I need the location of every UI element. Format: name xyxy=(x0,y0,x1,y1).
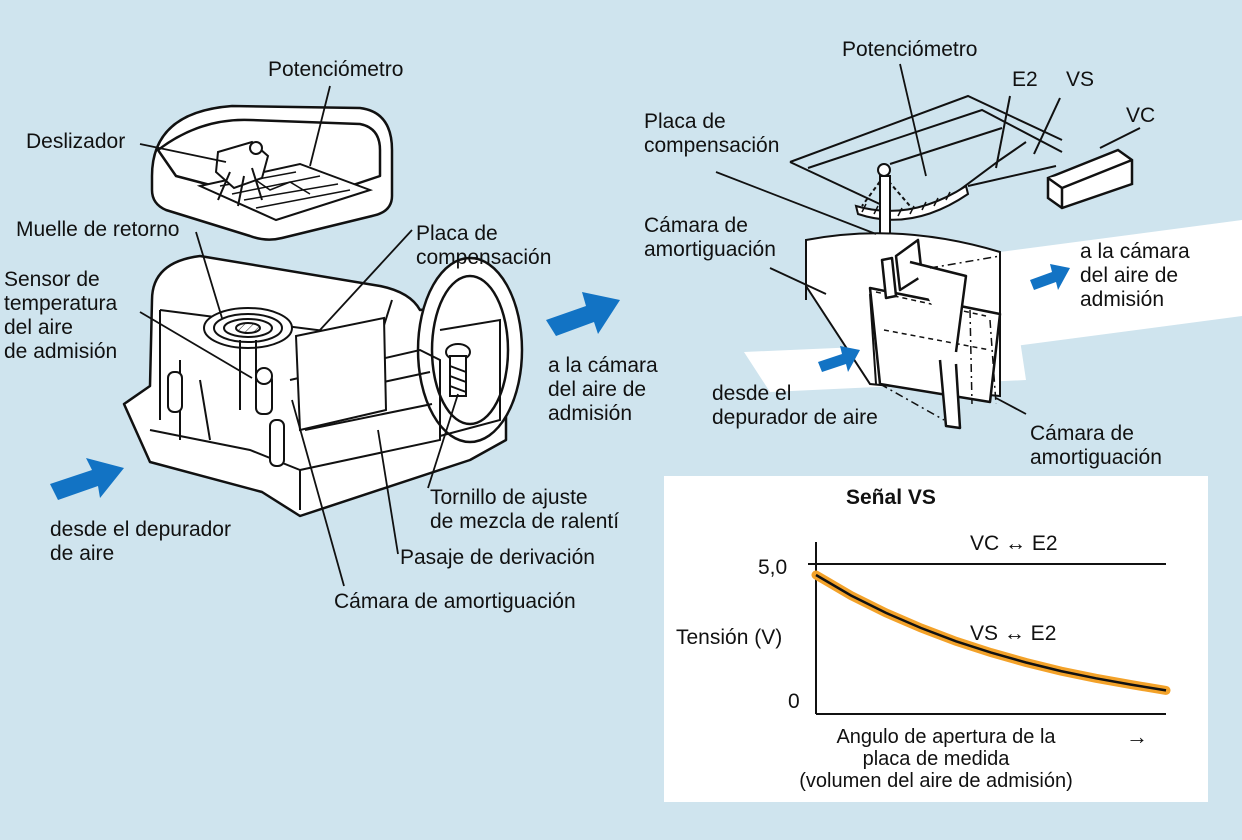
vs-signal-chart xyxy=(808,542,1171,715)
label-damping-chamber-left: Cámara de amortiguación xyxy=(334,590,576,613)
label-line: compensación xyxy=(644,134,780,157)
label-line: desde el depurador xyxy=(50,518,231,541)
label-vc: VC xyxy=(1126,104,1156,127)
y-tick-label-5: 5,0 xyxy=(758,556,788,579)
connector xyxy=(1046,148,1134,210)
label-line: del aire de xyxy=(548,378,647,401)
label-line: de mezcla de ralentí xyxy=(430,510,620,533)
label-line: del aire de xyxy=(1080,264,1179,287)
body-inner-details xyxy=(149,299,501,510)
y-tick-label-0: 0 xyxy=(788,690,800,713)
measuring-plate xyxy=(868,238,1002,430)
label-potentiometer-left: Potenciómetro xyxy=(268,58,404,81)
outflow-arrow-right xyxy=(1030,264,1070,290)
label-line: Placa de xyxy=(416,222,498,245)
label-idle-mixture-screw: Tornillo de ajuste de mezcla de ralentí xyxy=(430,486,619,534)
label-line: admisión xyxy=(1080,288,1165,311)
label-to-intake-chamber-right: a la cámara del aire de admisión xyxy=(1080,240,1190,312)
x-axis-arrow: → xyxy=(1126,724,1148,749)
potentiometer-sector xyxy=(854,163,970,245)
slider-mechanism xyxy=(214,140,270,207)
label-from-air-cleaner-right: desde el depurador de aire xyxy=(712,382,878,430)
label-line: Sensor de xyxy=(4,268,100,291)
series-label-vc-e2: VC ↔ E2 xyxy=(970,532,1058,555)
intake-arrow-left xyxy=(50,458,124,500)
x-axis-label-line: placa de medida xyxy=(862,748,1010,770)
label-line: admisión xyxy=(548,402,633,425)
label-damping-chamber-right-top: Cámara de amortiguación xyxy=(644,214,776,262)
label-potentiometer-right: Potenciómetro xyxy=(842,38,978,61)
leader-lines-right xyxy=(715,63,1027,415)
idle-mixture-screw xyxy=(445,343,471,397)
label-slider: Deslizador xyxy=(26,130,126,153)
series-label-vs-e2: VS ↔ E2 xyxy=(970,622,1057,645)
series-vs-e2-line xyxy=(815,573,1167,692)
label-line: compensación xyxy=(416,246,552,269)
label-from-air-cleaner-left: desde el depurador de aire xyxy=(50,518,231,566)
label-line: amortiguación xyxy=(1030,446,1162,469)
intake-arrow-right xyxy=(818,346,860,372)
x-axis-label-line: Angulo de apertura de la xyxy=(836,726,1056,748)
label-vs: VS xyxy=(1066,68,1095,91)
x-axis-label: Angulo de apertura de la placa de medida… xyxy=(664,726,1208,792)
label-line: a la cámara xyxy=(1080,240,1190,263)
label-line: desde el xyxy=(712,382,792,405)
compensation-plate-left xyxy=(294,316,388,432)
label-line: amortiguación xyxy=(644,238,776,261)
chart-title: Señal VS xyxy=(846,486,936,509)
label-line: Cámara de xyxy=(1030,422,1134,445)
vs-signal-graph-panel: Señal VS 5,0 0 Tensión (V) VC ↔ E2 VS ↔ … xyxy=(664,476,1208,802)
return-spring xyxy=(203,307,293,410)
temperature-sensor xyxy=(255,367,273,415)
leader-lines-left xyxy=(139,85,459,587)
label-to-intake-chamber-left: a la cámara del aire de admisión xyxy=(548,354,658,426)
label-bypass-passage: Pasaje de derivación xyxy=(400,546,595,569)
label-temperature-sensor: Sensor de temperatura del aire de admisi… xyxy=(4,268,117,364)
label-e2: E2 xyxy=(1012,68,1038,91)
label-line: Placa de xyxy=(644,110,726,133)
duct-dashed-edges xyxy=(879,255,1001,421)
outflow-arrow-left xyxy=(546,292,620,336)
label-return-spring: Muelle de retorno xyxy=(16,218,180,241)
label-line: temperatura xyxy=(4,292,118,315)
label-line: de admisión xyxy=(4,340,118,363)
label-damping-chamber-right-bottom: Cámara de amortiguación xyxy=(1030,422,1162,470)
y-axis-label: Tensión (V) xyxy=(676,626,783,649)
label-line: de aire xyxy=(50,542,115,565)
label-line: Cámara de xyxy=(644,214,748,237)
label-line: del aire xyxy=(4,316,73,339)
x-axis-label-line: (volumen del aire de admisión) xyxy=(799,770,1073,792)
label-line: depurador de aire xyxy=(712,406,878,429)
label-compensation-plate-left: Placa de compensación xyxy=(416,222,551,270)
label-line: a la cámara xyxy=(548,354,658,377)
label-compensation-plate-right: Placa de compensación xyxy=(644,110,779,158)
label-line: Tornillo de ajuste xyxy=(430,486,588,509)
